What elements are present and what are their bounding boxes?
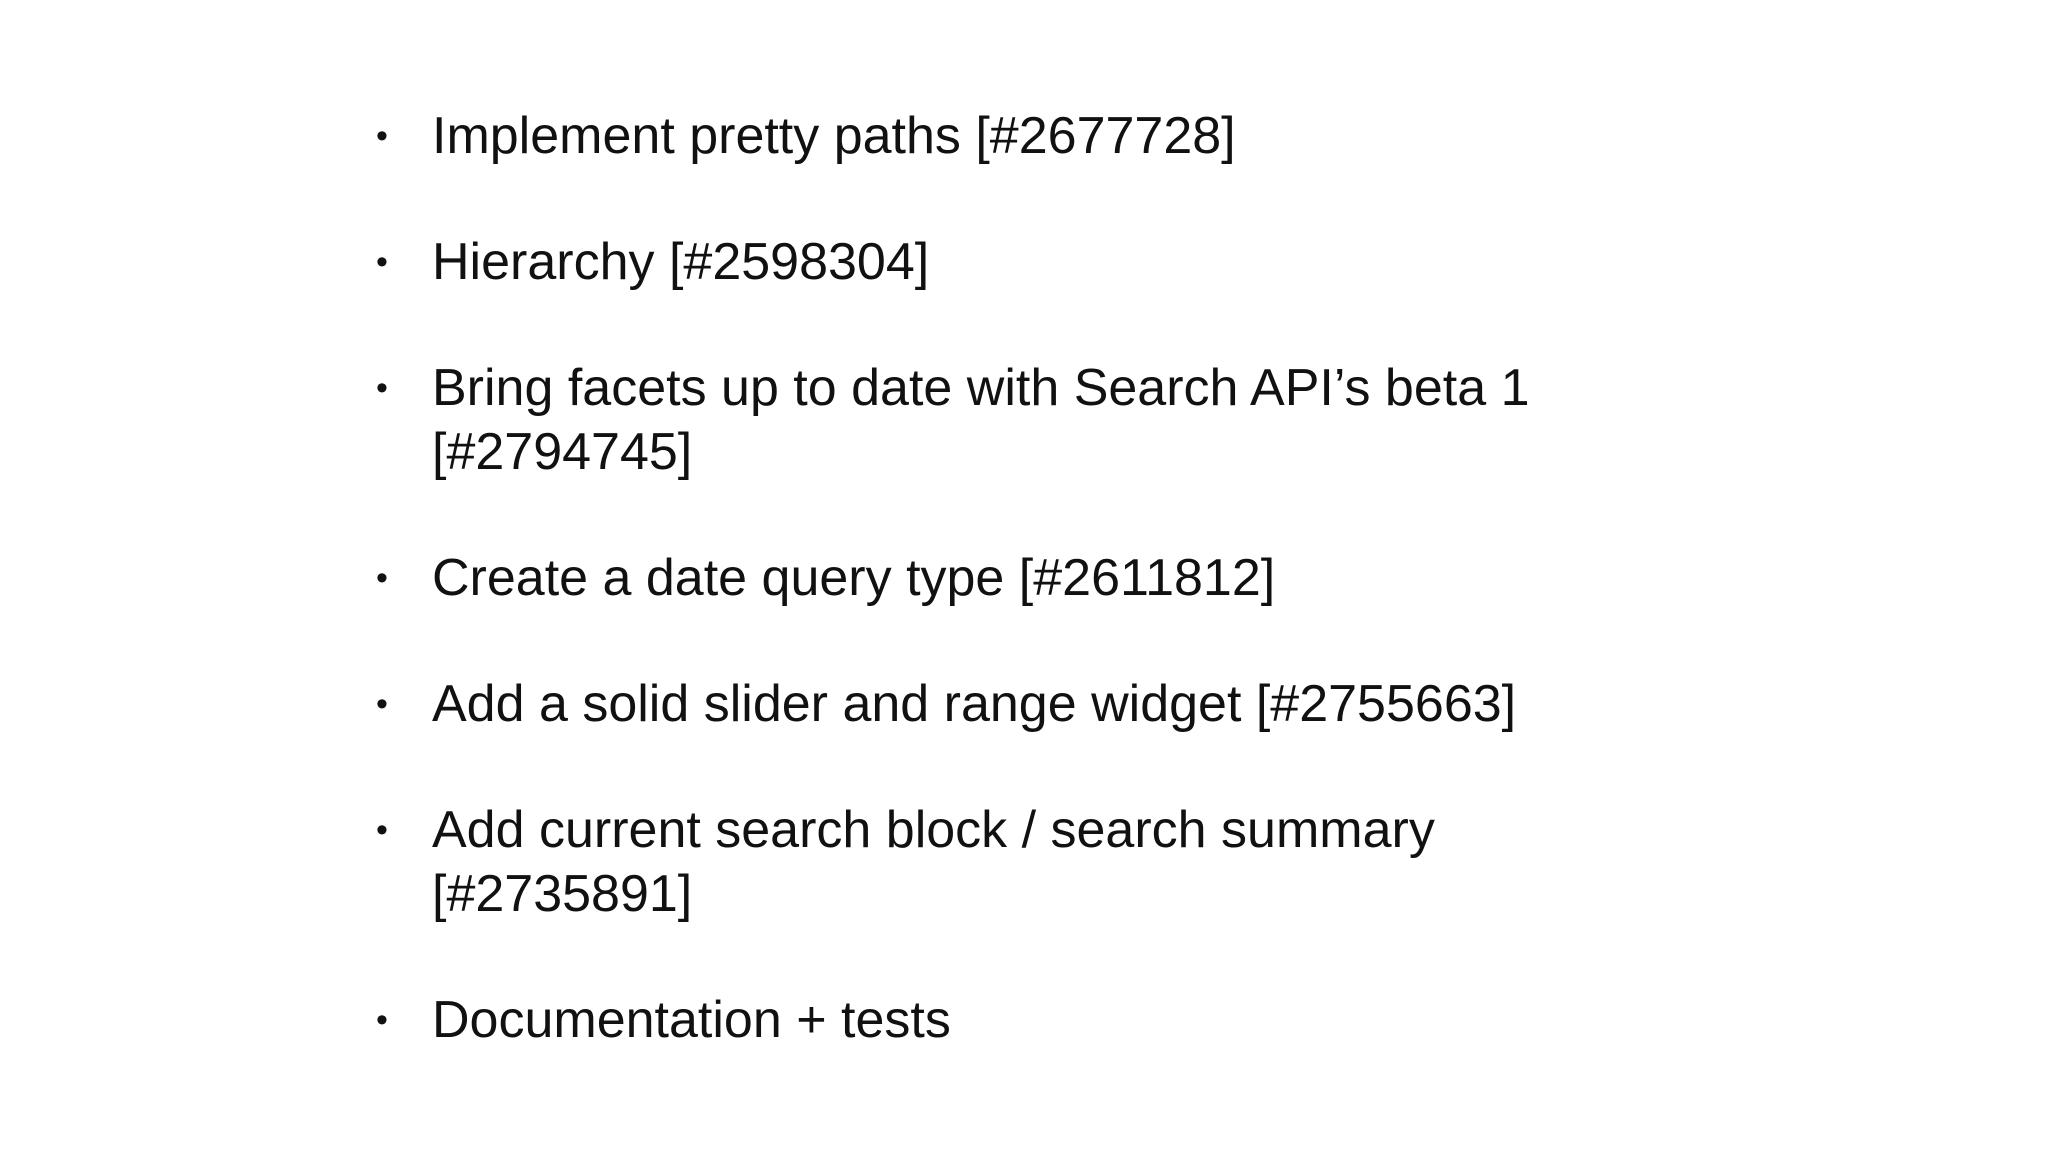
bullet-text: Documentation + tests xyxy=(432,991,951,1049)
bullet-icon: • xyxy=(376,811,388,849)
bullet-icon: • xyxy=(376,369,388,407)
bullet-icon: • xyxy=(376,117,388,155)
bullet-item-slider-range: • Add a solid slider and range widget [#… xyxy=(376,672,1666,736)
bullet-text: Create a date query type [#2611812] xyxy=(432,549,1276,607)
bullet-text: Hierarchy [#2598304] xyxy=(432,233,930,291)
bullet-item-pretty-paths: • Implement pretty paths [#2677728] xyxy=(376,104,1666,168)
bullet-icon: • xyxy=(376,1001,388,1039)
bullet-text: Add current search block / search summar… xyxy=(432,801,1435,923)
bullet-item-date-query: • Create a date query type [#2611812] xyxy=(376,546,1666,610)
bullet-list: • Implement pretty paths [#2677728] • Hi… xyxy=(376,104,1666,1114)
bullet-icon: • xyxy=(376,685,388,723)
bullet-icon: • xyxy=(376,243,388,281)
bullet-text: Implement pretty paths [#2677728] xyxy=(432,107,1236,165)
bullet-text: Add a solid slider and range widget [#27… xyxy=(432,675,1517,733)
bullet-item-facets-beta: • Bring facets up to date with Search AP… xyxy=(376,356,1666,484)
bullet-text: Bring facets up to date with Search API’… xyxy=(432,359,1530,481)
bullet-item-hierarchy: • Hierarchy [#2598304] xyxy=(376,230,1666,294)
bullet-item-documentation-tests: • Documentation + tests xyxy=(376,988,1666,1052)
bullet-icon: • xyxy=(376,559,388,597)
bullet-item-current-search: • Add current search block / search summ… xyxy=(376,798,1666,926)
